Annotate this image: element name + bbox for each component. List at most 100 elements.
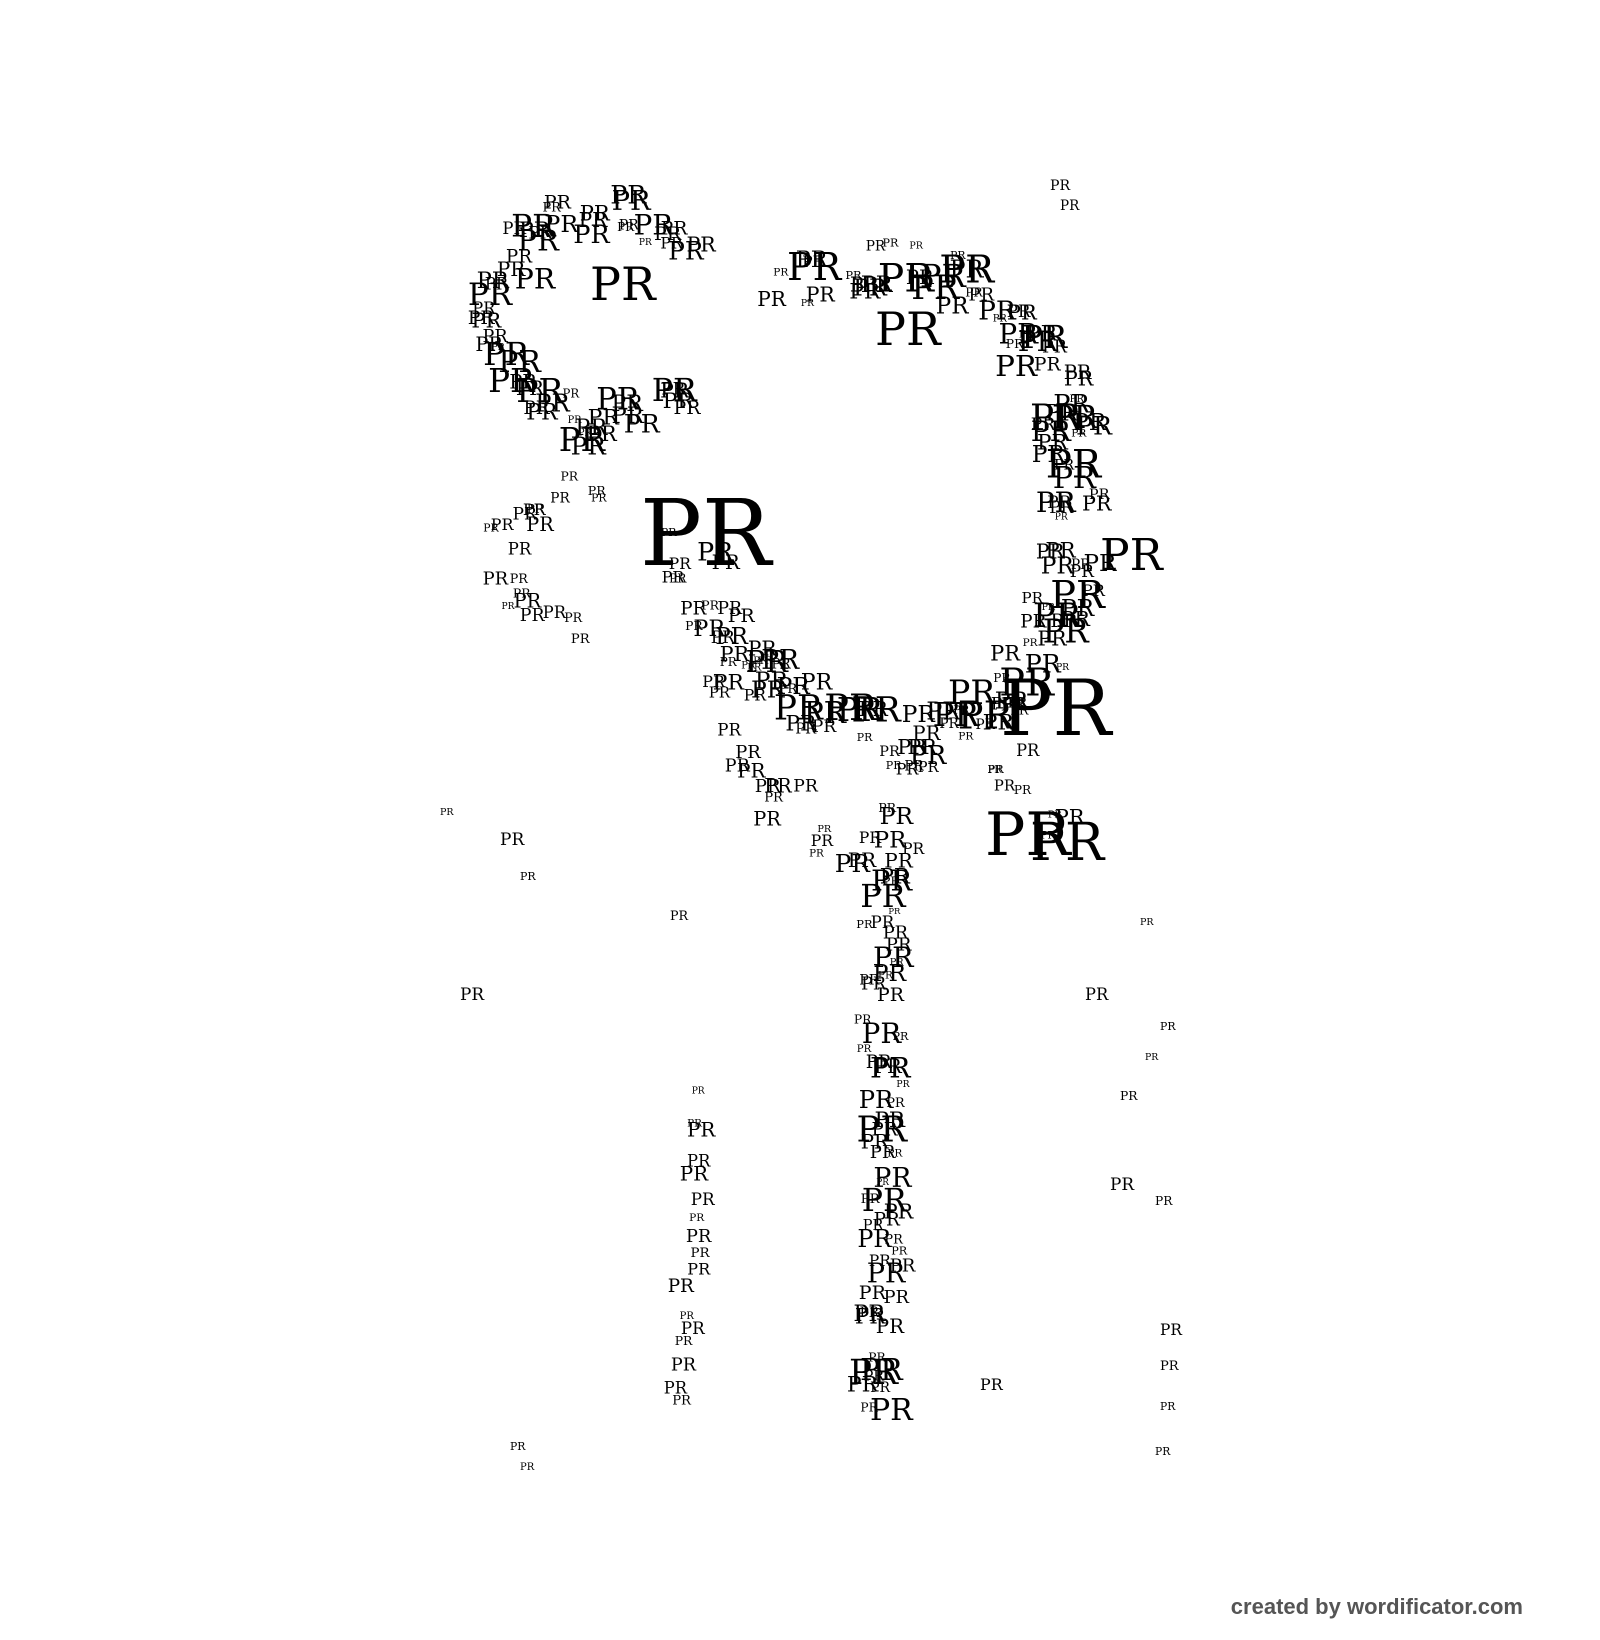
word-glyph: PR	[1036, 486, 1077, 519]
word-glyph: PR	[483, 568, 509, 589]
word-glyph: PR	[573, 220, 610, 250]
word-glyph: PR	[1030, 813, 1106, 873]
word-glyph: PR	[1155, 1194, 1173, 1208]
word-glyph: PR	[483, 327, 509, 347]
word-glyph: PR	[687, 1259, 711, 1278]
word-glyph: PR	[857, 1225, 892, 1253]
word-glyph: PR	[475, 333, 503, 356]
word-glyph: PR	[847, 1373, 879, 1398]
word-glyph: PR	[910, 741, 948, 771]
word-glyph: PR	[523, 398, 550, 419]
word-glyph: PR	[867, 1259, 907, 1290]
word-glyph: PR	[471, 309, 502, 333]
word-glyph: PR	[993, 671, 1011, 685]
word-glyph: PR	[579, 208, 609, 232]
word-glyph: PR	[890, 1256, 917, 1277]
word-glyph: PR	[624, 410, 661, 439]
word-glyph: PR	[812, 717, 838, 737]
word-glyph: PR	[802, 252, 826, 271]
word-glyph: PR	[848, 849, 877, 872]
word-glyph: PR	[1070, 562, 1095, 582]
word-glyph: PR	[891, 1245, 908, 1258]
word-glyph: PR	[1145, 1052, 1159, 1063]
word-glyph: PR	[1050, 609, 1078, 632]
word-glyph: PR	[680, 598, 707, 619]
word-glyph: PR	[995, 686, 1030, 714]
word-glyph: PR	[491, 515, 515, 534]
word-glyph: PR	[920, 257, 967, 295]
word-glyph: PR	[468, 277, 514, 313]
word-glyph: PR	[1034, 354, 1062, 375]
word-glyph: PR	[856, 917, 873, 931]
word-glyph: PR	[875, 302, 942, 356]
word-glyph: PR	[845, 268, 862, 282]
word-glyph: PR	[873, 1163, 912, 1194]
word-glyph: PR	[837, 691, 885, 729]
word-glyph: PR	[687, 1118, 716, 1141]
word-glyph: PR	[859, 697, 889, 721]
word-glyph: PR	[1043, 613, 1091, 651]
word-glyph: PR	[873, 959, 908, 987]
word-glyph: PR	[1061, 595, 1096, 622]
word-glyph: PR	[1053, 389, 1090, 419]
word-glyph: PR	[918, 759, 940, 776]
word-glyph: PR	[652, 373, 698, 409]
word-glyph: PR	[709, 683, 731, 701]
word-glyph: PR	[907, 735, 937, 759]
word-glyph: PR	[1140, 917, 1154, 928]
word-glyph: PR	[687, 1152, 711, 1171]
word-glyph: PR	[1001, 695, 1027, 715]
word-glyph: PR	[660, 234, 683, 252]
word-glyph: PR	[1055, 805, 1086, 829]
word-glyph: PR	[1021, 318, 1068, 356]
word-glyph: PR	[857, 1110, 909, 1151]
word-glyph: PR	[468, 308, 496, 329]
word-glyph: PR	[1052, 398, 1098, 436]
word-glyph: PR	[720, 642, 750, 666]
word-glyph: PR	[874, 827, 907, 853]
word-glyph: PR	[860, 1305, 880, 1321]
word-glyph: PR	[516, 371, 564, 410]
word-glyph: PR	[1032, 441, 1067, 468]
word-glyph: PR	[999, 660, 1055, 705]
word-glyph: PR	[747, 663, 762, 674]
word-glyph: PR	[672, 1393, 692, 1408]
word-glyph: PR	[862, 1017, 903, 1050]
word-glyph: PR	[680, 1311, 695, 1322]
word-glyph: PR	[664, 1378, 688, 1397]
word-glyph: PR	[1160, 1359, 1180, 1374]
word-glyph: PR	[879, 744, 901, 760]
word-glyph: PR	[896, 1079, 910, 1090]
word-glyph: PR	[1026, 321, 1058, 346]
word-glyph: PR	[728, 605, 756, 627]
word-glyph: PR	[488, 362, 536, 400]
word-glyph: PR	[1060, 198, 1080, 214]
word-glyph: PR	[785, 712, 817, 737]
word-glyph: PR	[1007, 301, 1038, 325]
word-glyph: PR	[564, 610, 582, 625]
word-glyph: PR	[1082, 581, 1106, 600]
word-glyph: PR	[1089, 487, 1111, 503]
word-glyph: PR	[804, 696, 848, 731]
word-glyph: PR	[619, 218, 639, 234]
word-glyph: PR	[544, 210, 579, 238]
word-glyph: PR	[883, 923, 909, 944]
word-glyph: PR	[535, 388, 570, 417]
word-glyph: PR	[1085, 985, 1109, 1004]
word-glyph: PR	[874, 1209, 901, 1230]
word-glyph: PR	[861, 1192, 881, 1207]
word-glyph: PR	[744, 686, 767, 704]
word-glyph: PR	[855, 1304, 886, 1329]
word-glyph: PR	[668, 1276, 695, 1297]
word-glyph: PR	[668, 236, 705, 265]
word-glyph: PR	[1022, 589, 1044, 607]
word-glyph: PR	[774, 688, 824, 728]
word-glyph: PR	[968, 284, 994, 305]
word-glyph: PR	[483, 522, 499, 535]
word-glyph: PR	[897, 735, 928, 759]
word-glyph: PR	[859, 1086, 894, 1114]
word-glyph: PR	[513, 586, 531, 601]
word-glyph: PR	[563, 386, 581, 400]
word-glyph: PR	[713, 670, 745, 695]
word-glyph: PR	[859, 972, 881, 988]
